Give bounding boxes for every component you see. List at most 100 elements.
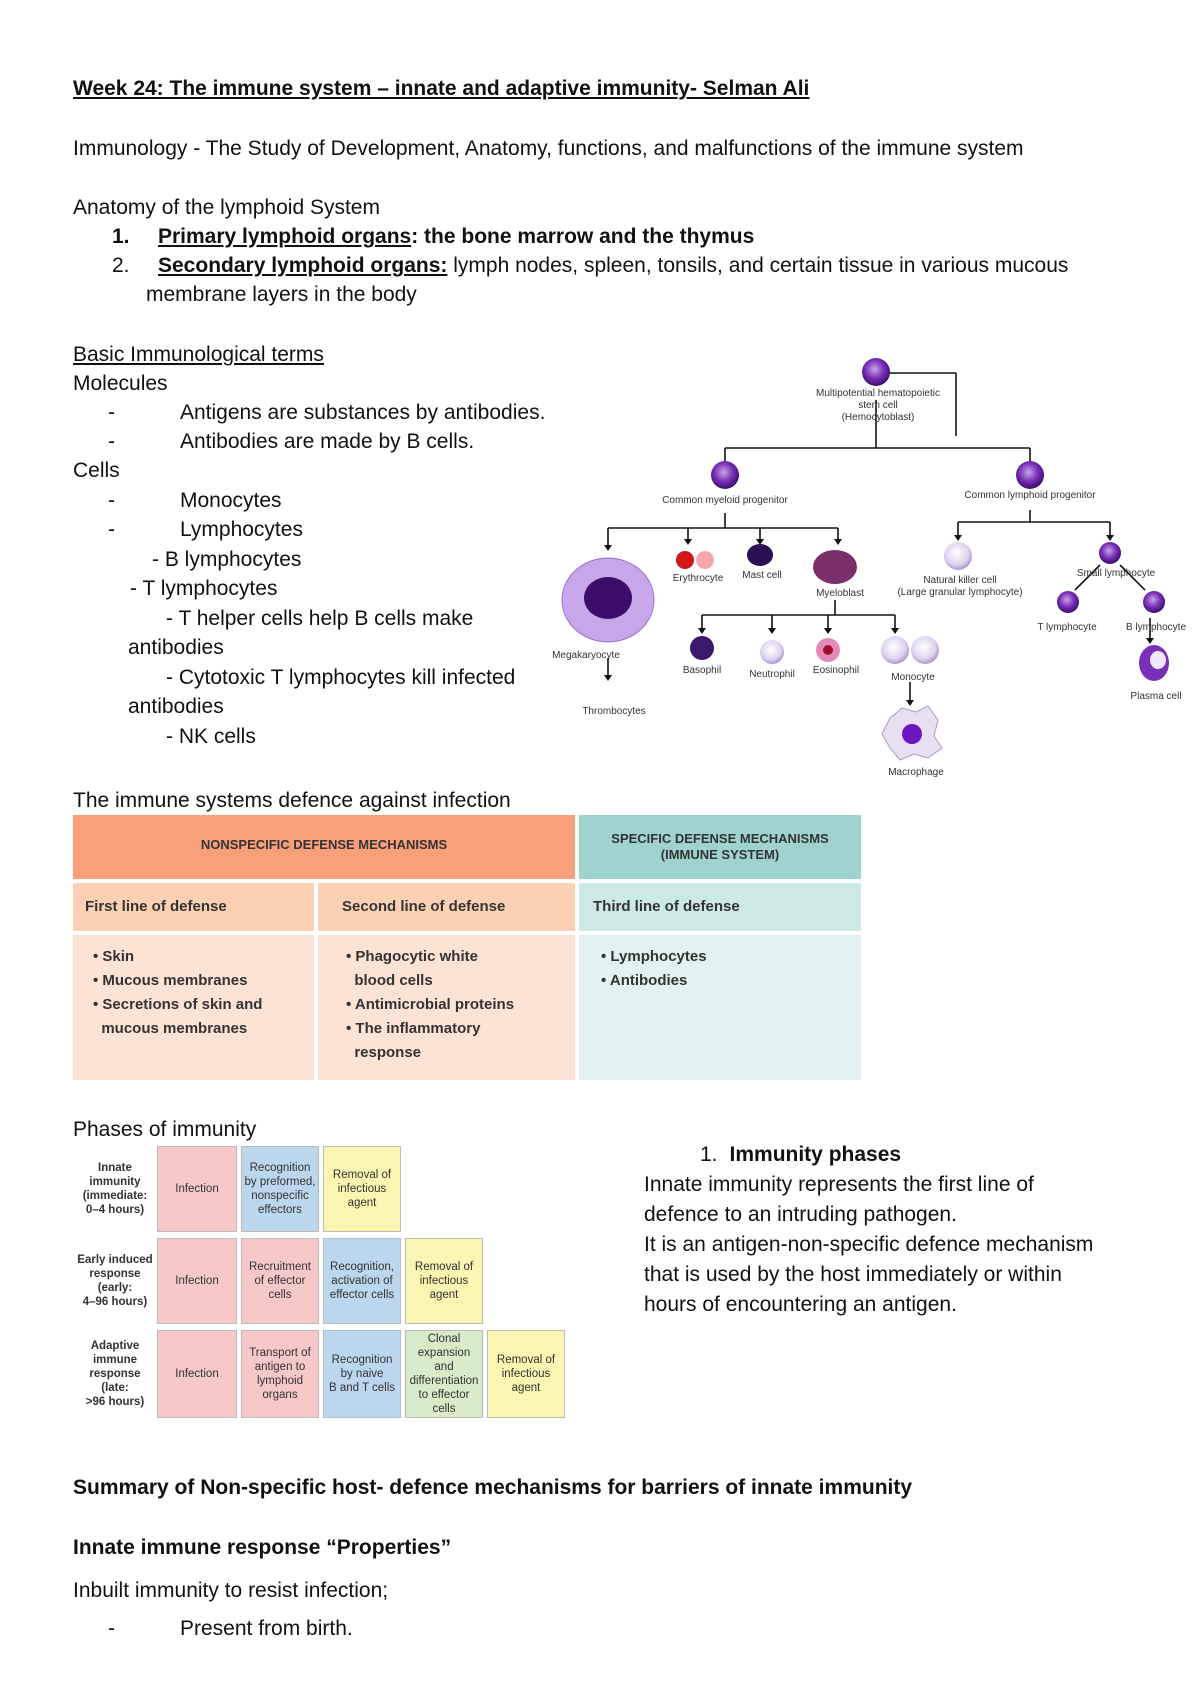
list-item-cont: antibodies [128, 695, 224, 718]
list-item: -Antigens are substances by antibodies. [108, 401, 546, 424]
anatomy-item-2: 2. Secondary lymphoid organs: lymph nodes… [112, 251, 1068, 280]
t-lymphocyte-label: T lymphocyte [1037, 622, 1097, 633]
defence-heading: The immune systems defence against infec… [73, 789, 511, 812]
terms-heading: Basic Immunological terms [73, 343, 324, 366]
list-item: • Lymphocytes [601, 948, 707, 965]
phases-heading: Phases of immunity [73, 1118, 257, 1141]
macrophage-label: Macrophage [888, 767, 944, 778]
nonspecific-header: NONSPECIFIC DEFENSE MECHANISMS [73, 815, 575, 879]
b-lymphocyte-label: B lymphocyte [1126, 622, 1186, 633]
primary-organs-desc: : the bone marrow and the thymus [411, 225, 755, 248]
list-item: -Monocytes [108, 489, 282, 512]
megakaryocyte-label: Megakaryocyte [552, 650, 620, 661]
anatomy-item-1: 1.Primary lymphoid organs: the bone marr… [112, 222, 754, 251]
monocyte-icon [881, 636, 909, 664]
erythrocyte-label: Erythrocyte [673, 573, 724, 584]
secondary-organs-desc: lymph nodes, spleen, tonsils, and certai… [447, 254, 1069, 277]
paragraph-line: hours of encountering an antigen. [644, 1293, 957, 1316]
list-item: • The inflammatory [346, 1020, 481, 1037]
molecules-heading: Molecules [73, 372, 168, 395]
nk-label: Natural killer cell [923, 575, 996, 586]
second-line-body: • Phagocytic white blood cells • Antimic… [318, 935, 575, 1080]
basophil-label: Basophil [683, 665, 721, 676]
stem-cell-icon [862, 358, 890, 386]
lymphoid-label: Common lymphoid progenitor [964, 490, 1096, 501]
stem-label: (Hemocytoblast) [842, 412, 915, 423]
phase-box: Infection [157, 1146, 237, 1232]
list-item: mucous membranes [93, 1020, 248, 1037]
second-line-header: Second line of defense [318, 883, 575, 931]
list-item: -Present from birth. [108, 1617, 353, 1640]
immunology-definition: Immunology - The Study of Development, A… [73, 137, 1024, 160]
list-item: - NK cells [166, 725, 256, 748]
neutrophil-label: Neutrophil [749, 669, 795, 680]
basophil-icon [690, 636, 714, 660]
phase-box: Infection [157, 1330, 237, 1418]
summary-heading: Summary of Non-specific host- defence me… [73, 1476, 913, 1499]
nk-label: (Large granular lymphocyte) [897, 587, 1022, 598]
inbuilt-text: Inbuilt immunity to resist infection; [73, 1579, 389, 1602]
neutrophil-icon [760, 640, 784, 664]
immunity-phases-title: Immunity phases [729, 1143, 902, 1166]
hematopoiesis-diagram: Multipotential hematopoietic stem cell (… [552, 358, 1186, 778]
mast-cell-icon [747, 544, 773, 566]
lymphoid-progenitor-icon [1016, 461, 1044, 489]
myeloblast-icon [813, 550, 857, 584]
list-item: • Mucous membranes [93, 972, 248, 989]
stem-label: stem cell [858, 400, 897, 411]
list-item: -Lymphocytes [108, 518, 303, 541]
list-number: 2. [112, 254, 130, 277]
list-number: 1. [112, 225, 130, 248]
myeloblast-label: Myeloblast [816, 588, 864, 599]
cells-heading: Cells [73, 459, 120, 482]
thrombocytes-label: Thrombocytes [582, 706, 645, 717]
defence-table: NONSPECIFIC DEFENSE MECHANISMS SPECIFIC … [73, 815, 861, 1080]
list-item: response [346, 1044, 422, 1061]
list-item: - T lymphocytes [130, 577, 278, 600]
list-item: -Antibodies are made by B cells. [108, 430, 475, 453]
monocyte-label: Monocyte [891, 672, 935, 683]
list-item: blood cells [346, 972, 433, 989]
list-item: • Skin [93, 948, 135, 965]
b-lymphocyte-icon [1143, 591, 1165, 613]
myeloid-label: Common myeloid progenitor [662, 495, 788, 506]
specific-header: SPECIFIC DEFENSE MECHANISMS(IMMUNE SYSTE… [579, 815, 861, 879]
small-lymphocyte-label: Small lymphocyte [1077, 568, 1156, 579]
third-line-header: Third line of defense [579, 883, 861, 931]
list-item: - T helper cells help B cells make [166, 607, 474, 630]
list-item: • Antimicrobial proteins [346, 996, 515, 1013]
anatomy-heading: Anatomy of the lymphoid System [73, 196, 380, 219]
list-item-cont: antibodies [128, 636, 224, 659]
properties-heading: Innate immune response “Properties” [73, 1536, 452, 1559]
immunity-phases-heading: 1.Immunity phases [700, 1140, 901, 1169]
list-item: - Cytotoxic T lymphocytes kill infected [166, 666, 516, 689]
phase-box: Infection [157, 1238, 237, 1324]
nk-cell-icon [944, 542, 972, 570]
secondary-organs-desc-cont: membrane layers in the body [146, 283, 417, 306]
page-title: Week 24: The immune system – innate and … [73, 77, 810, 100]
t-lymphocyte-icon [1057, 591, 1079, 613]
mast-cell-label: Mast cell [742, 570, 781, 581]
paragraph-line: defence to an intruding pathogen. [644, 1203, 957, 1226]
plasma-label: Plasma cell [1130, 691, 1181, 702]
list-item: - B lymphocytes [152, 548, 302, 571]
eosinophil-label: Eosinophil [813, 665, 859, 676]
first-line-header: First line of defense [73, 883, 314, 931]
stem-label: Multipotential hematopoietic [816, 388, 940, 399]
third-line-body: • Lymphocytes • Antibodies [579, 935, 861, 1080]
small-lymphocyte-icon [1099, 542, 1121, 564]
secondary-organs-term: Secondary lymphoid organs: [158, 254, 448, 277]
list-item: • Secretions of skin and [93, 996, 263, 1013]
